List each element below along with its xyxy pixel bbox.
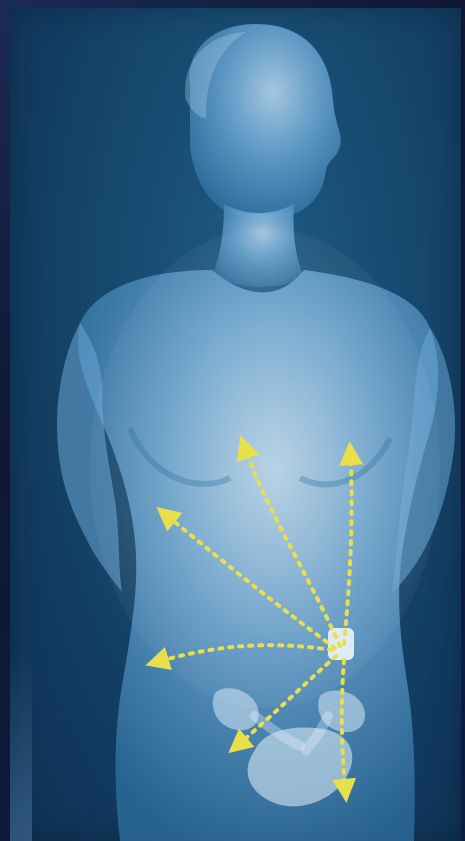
left-edge-accent	[10, 648, 32, 841]
head	[185, 24, 341, 219]
illustration-panel	[10, 8, 461, 841]
anatomy-illustration	[10, 8, 461, 841]
